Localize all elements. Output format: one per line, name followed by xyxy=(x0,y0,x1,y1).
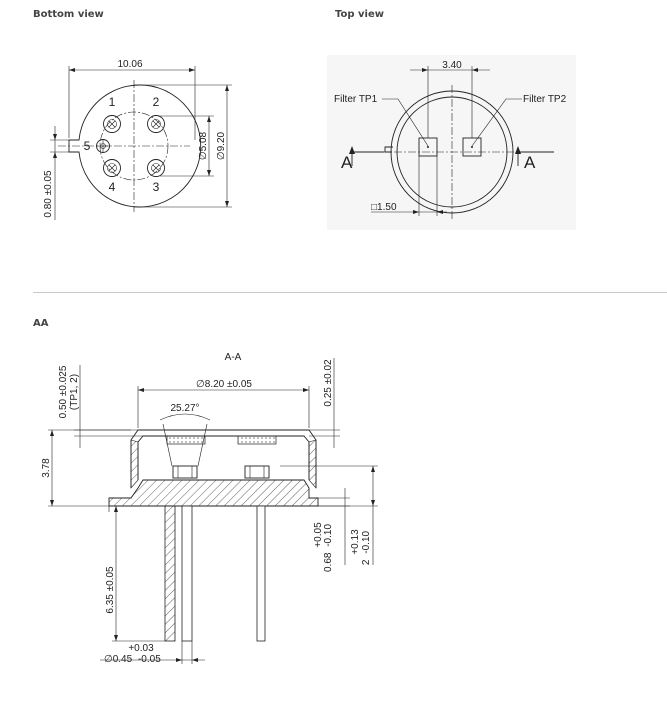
lead-left xyxy=(164,505,176,642)
pin-4-label: 4 xyxy=(109,180,116,194)
base-dim-tol-plus: +0.05 xyxy=(313,522,324,548)
base-dim-label: 0.68 -0.10 xyxy=(323,524,334,572)
total-dim-tol-minus: -0.10 xyxy=(361,530,372,553)
base-dim-tol-minus: -0.10 xyxy=(323,524,334,547)
package-outline xyxy=(68,84,202,208)
bottom-view-heading: Bottom view xyxy=(33,9,104,20)
base-dim-main: 0.68 xyxy=(323,552,334,572)
section-aa-heading: AA xyxy=(33,318,49,329)
sensor-chip-1 xyxy=(172,465,198,479)
filter-window-tp2 xyxy=(237,435,277,445)
total-dim-tol-plus: +0.13 xyxy=(350,529,361,555)
sensor-chip-2 xyxy=(244,465,270,479)
pitch-circle xyxy=(99,111,169,181)
thickness-dim-label-1: 0.50 ±0.025 xyxy=(58,365,69,418)
tp1-leader xyxy=(382,98,429,147)
thickness-dim-label-2: (TP1, 2) xyxy=(69,374,80,410)
cap-dim-label: 0.25 ±0.02 xyxy=(323,359,334,407)
pin-2-label: 2 xyxy=(153,95,160,109)
pin-1 xyxy=(103,115,121,133)
lead-dia-tol-plus: +0.03 xyxy=(128,643,154,654)
lead-dia-label: ∅0.45 -0.05 xyxy=(104,654,161,665)
tab-dim-label: 0.80 ±0.05 xyxy=(43,170,54,218)
height-dim-label: 3.78 xyxy=(41,458,52,478)
top-view-heading: Top view xyxy=(335,9,384,20)
section-title: A-A xyxy=(225,352,242,363)
filter-tp2-label: Filter TP2 xyxy=(523,94,567,105)
lead-dia-main: ∅0.45 xyxy=(104,654,133,665)
total-dim-label: 2 -0.10 xyxy=(361,530,372,565)
filter-window-tp1 xyxy=(166,435,206,445)
lead-length-dim-label: 6.35 ±0.05 xyxy=(105,566,116,614)
pin-4 xyxy=(103,159,121,177)
angle-dim-label: 25.27° xyxy=(170,403,199,414)
width-dim-label: 10.06 xyxy=(117,59,142,70)
pin-3-label: 3 xyxy=(153,180,160,194)
spacing-dim-label: 3.40 xyxy=(442,60,462,71)
top-tab xyxy=(384,146,393,153)
lead-center xyxy=(181,505,193,642)
header-base xyxy=(108,479,319,507)
lead-right xyxy=(256,505,266,642)
pin-1-label: 1 xyxy=(109,95,116,109)
top-view-panel xyxy=(327,55,576,230)
top-view-drawing: 3.40 Filter TP1 Filter TP2 A A □1.50 xyxy=(334,60,567,220)
bottom-view-drawing: 1 2 3 4 5 10.06 ∅5.08 ∅9.20 0.80 ±0.05 xyxy=(43,59,232,220)
lead-dia-tol-minus: -0.05 xyxy=(138,654,161,665)
diameter-dim-label: ∅9.20 xyxy=(216,131,227,160)
pin-2 xyxy=(147,115,165,133)
section-view-drawing: A-A 25.27° ∅8.20 ±0.05 xyxy=(41,352,378,665)
pin-5 xyxy=(96,139,110,153)
window-dim-label: ∅8.20 ±0.05 xyxy=(196,379,252,390)
section-divider xyxy=(33,292,667,293)
total-dim-main: 2 xyxy=(361,559,372,565)
filter-tp1-label: Filter TP1 xyxy=(334,94,378,105)
square-dim-label: □1.50 xyxy=(371,202,397,213)
section-arrow-label-left: A xyxy=(341,153,353,172)
pin-3 xyxy=(147,159,165,177)
cap-inner xyxy=(137,435,310,480)
pitch-dim-label: ∅5.08 xyxy=(198,131,209,160)
tp2-leader xyxy=(471,98,522,147)
pin-5-label: 5 xyxy=(84,139,91,153)
cap-outer xyxy=(130,429,317,488)
section-arrow-label-right: A xyxy=(524,153,536,172)
